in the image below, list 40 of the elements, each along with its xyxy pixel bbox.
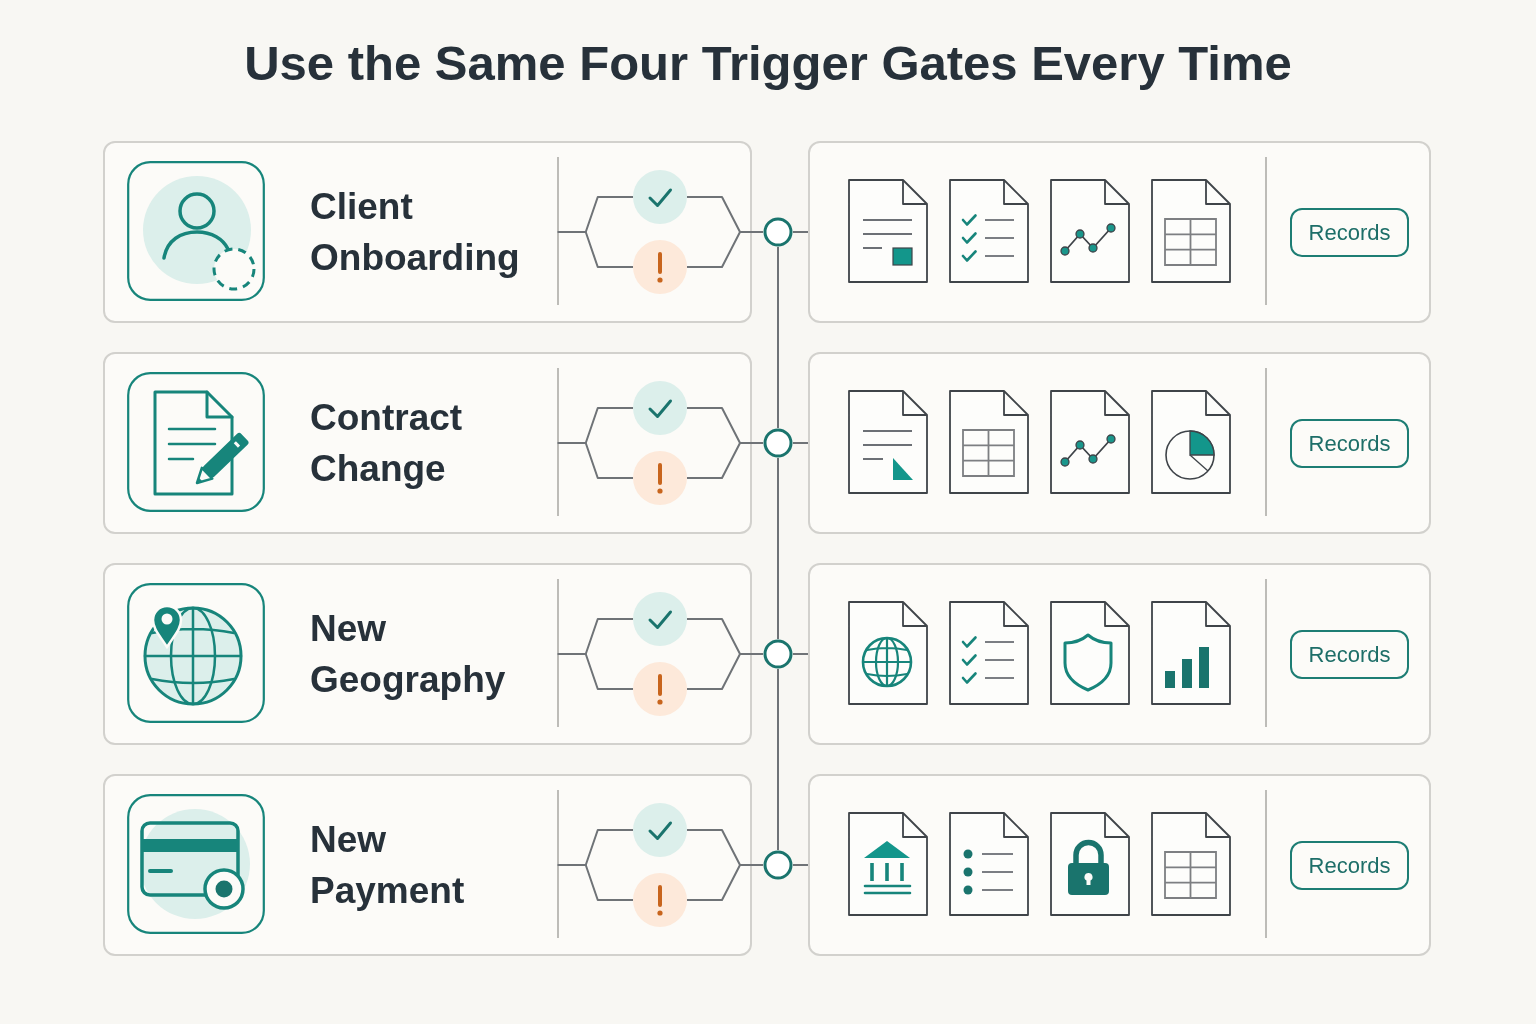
card-title: New Payment: [310, 818, 465, 913]
check-icon: [633, 381, 687, 435]
records-button: Records: [1290, 419, 1409, 468]
gate-card: [103, 563, 752, 745]
card-title: Contract Change: [310, 396, 463, 491]
check-icon: [633, 803, 687, 857]
records-button: Records: [1290, 630, 1409, 679]
card-title: New Geography: [310, 607, 506, 702]
records-button: Records: [1290, 841, 1409, 890]
records-button: Records: [1290, 208, 1409, 257]
connector-line: [792, 231, 809, 233]
gate-card: [103, 774, 752, 956]
connector-line: [792, 442, 809, 444]
card-title: Client Onboarding: [310, 185, 520, 280]
junction-circle: [763, 639, 793, 669]
junction-circle: [763, 850, 793, 880]
exclamation-icon: [633, 451, 687, 505]
junction-circle: [763, 428, 793, 458]
document-panel: [808, 774, 1431, 956]
connector-line: [556, 653, 634, 690]
connector-line: [556, 231, 634, 268]
connector-line: [777, 668, 779, 851]
gate-card: [103, 352, 752, 534]
connector-line: [792, 864, 809, 866]
page-title: Use the Same Four Trigger Gates Every Time: [244, 35, 1292, 92]
connector-line: [777, 246, 779, 429]
connector-line: [792, 653, 809, 655]
document-panel: [808, 352, 1431, 534]
connector-line: [556, 864, 634, 901]
check-icon: [633, 170, 687, 224]
exclamation-icon: [633, 240, 687, 294]
exclamation-icon: [633, 873, 687, 927]
document-panel: [808, 563, 1431, 745]
exclamation-icon: [633, 662, 687, 716]
connector-line: [556, 442, 634, 479]
junction-circle: [763, 217, 793, 247]
connector-line: [777, 457, 779, 640]
document-panel: [808, 141, 1431, 323]
gate-card: [103, 141, 752, 323]
check-icon: [633, 592, 687, 646]
